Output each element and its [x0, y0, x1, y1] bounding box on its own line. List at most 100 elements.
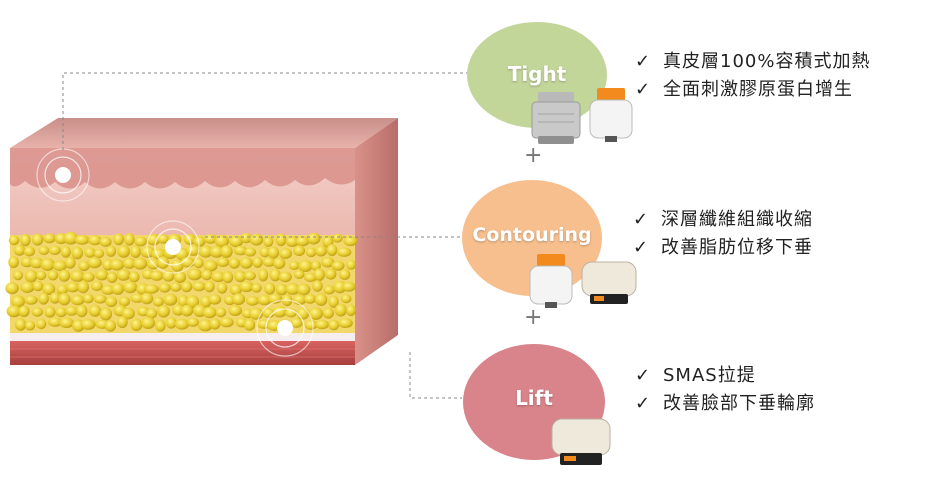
fat-cell	[15, 318, 27, 331]
fat-cell	[116, 316, 128, 329]
fat-cell	[105, 296, 118, 308]
fat-cell	[295, 236, 310, 247]
muscle-layer	[10, 341, 355, 365]
fat-cell	[13, 244, 26, 256]
skin-side-face	[355, 118, 398, 365]
fat-cell	[58, 292, 71, 306]
lift-benefits: ✓SMAS拉提 ✓改善臉部下垂輪廓	[635, 362, 815, 418]
fat-cell	[149, 270, 164, 281]
fat-cell	[294, 269, 305, 279]
fat-cell	[187, 317, 199, 327]
benefit-item: ✓全面刺激膠原蛋白增生	[635, 76, 870, 104]
orange-transducer-icon	[589, 88, 633, 142]
fat-cell	[209, 318, 221, 330]
fat-cell	[222, 271, 234, 284]
fat-cell	[157, 305, 170, 318]
fat-cell	[119, 296, 130, 307]
check-icon: ✓	[635, 393, 652, 414]
fat-cell	[141, 317, 156, 329]
fat-cell	[193, 236, 206, 247]
fat-cell	[12, 270, 24, 281]
fat-cell	[84, 247, 96, 258]
fat-cell	[275, 233, 287, 247]
gray-transducer-icon	[531, 92, 581, 144]
fat-cell	[312, 280, 323, 292]
fat-cell	[47, 270, 59, 281]
fat-cell	[340, 294, 352, 304]
fat-cell	[243, 318, 256, 331]
fat-cell	[23, 246, 35, 257]
fat-cell	[32, 280, 44, 292]
fat-cell	[20, 257, 34, 268]
fat-cell	[49, 292, 61, 304]
fat-cell	[104, 319, 116, 332]
fat-cell	[239, 257, 253, 269]
fat-cell	[343, 236, 358, 247]
fat-cell	[24, 295, 38, 305]
check-icon: ✓	[635, 365, 652, 386]
fat-cell	[157, 234, 170, 244]
fat-cell	[278, 271, 292, 283]
wide-transducer-icon	[551, 418, 611, 465]
fat-cell	[87, 256, 102, 269]
epidermis-layer	[10, 148, 355, 189]
wide-transducer-icon	[581, 261, 637, 304]
fat-cell	[158, 283, 171, 293]
fat-cell	[146, 308, 158, 319]
check-icon: ✓	[633, 209, 650, 230]
fat-cell	[106, 272, 118, 283]
fat-cell	[216, 257, 230, 268]
fat-cell	[44, 306, 56, 318]
tight-label: Tight	[507, 62, 567, 86]
check-icon: ✓	[633, 237, 650, 258]
fat-cell	[234, 270, 247, 283]
fat-cell	[65, 256, 76, 269]
fat-cell	[180, 281, 193, 293]
fat-cell	[109, 259, 125, 271]
fat-cell	[314, 293, 328, 306]
fat-cell	[8, 235, 20, 246]
fat-cell	[267, 246, 279, 259]
fat-cell	[211, 271, 226, 283]
plus-sign: +	[524, 305, 543, 330]
fat-cell	[192, 281, 206, 292]
fat-cell	[339, 269, 351, 280]
fat-cell	[74, 234, 90, 245]
fat-cell	[11, 295, 25, 308]
fat-cell	[38, 292, 49, 305]
fat-cell	[52, 260, 67, 272]
fat-cell	[83, 293, 94, 304]
fat-cell	[140, 292, 154, 305]
fat-cell	[165, 317, 177, 329]
fat-cell	[55, 307, 67, 318]
fat-cell	[293, 245, 306, 256]
fat-cell	[338, 318, 353, 328]
fat-cell	[59, 317, 74, 328]
contouring-benefits: ✓深層纖維組織收縮 ✓改善脂肪位移下垂	[633, 206, 813, 262]
fat-cell	[65, 282, 80, 293]
check-icon: ✓	[635, 51, 652, 72]
fat-cell	[48, 245, 61, 255]
fat-cell	[203, 260, 218, 272]
fat-cell	[240, 232, 252, 244]
fat-cell	[71, 246, 84, 260]
fat-cell	[231, 293, 246, 306]
fat-cell	[251, 283, 262, 293]
connector-lines	[62, 72, 470, 399]
fat-cell	[105, 245, 117, 257]
fat-cell	[243, 271, 256, 281]
fat-cell	[146, 233, 161, 246]
fat-cell	[88, 235, 102, 246]
fat-cell	[82, 272, 95, 282]
fat-cell	[288, 261, 300, 270]
fat-cell	[285, 283, 301, 295]
fat-cell	[279, 248, 292, 259]
fat-cell	[313, 268, 325, 282]
fat-cell	[296, 283, 311, 296]
fat-cell	[310, 260, 321, 271]
fat-cell	[323, 285, 335, 295]
focal-point-fat	[146, 220, 200, 274]
fat-cell	[155, 319, 166, 332]
fat-cell	[56, 284, 68, 295]
fat-cell	[336, 247, 352, 257]
